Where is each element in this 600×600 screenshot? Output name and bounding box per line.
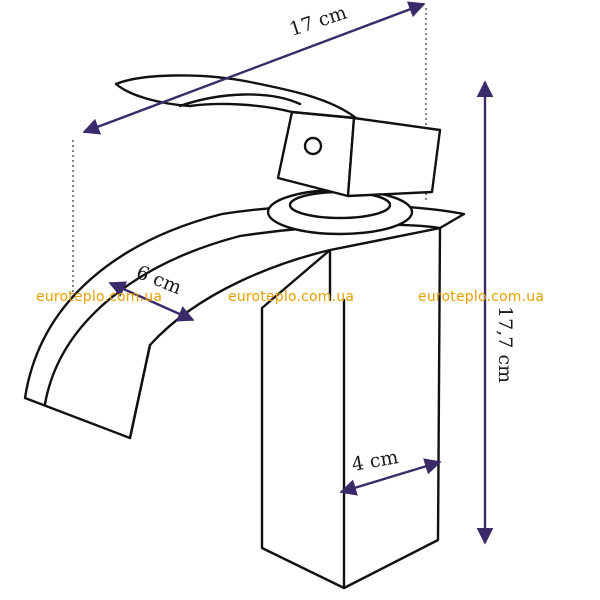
handle-block-side (346, 116, 442, 198)
watermark-left: euroteplo.com.ua (36, 289, 163, 305)
faucet-spout (23, 203, 466, 440)
faucet-body (260, 226, 442, 590)
handle-screw-hole (303, 136, 323, 156)
faucet-outline (23, 74, 466, 590)
watermark-center: euroteplo.com.ua (228, 289, 355, 305)
spout-dimension-arrow (108, 281, 195, 322)
handle-lever (114, 74, 358, 120)
watermark-right: euroteplo.com.ua (418, 289, 545, 305)
spout-tip-edge (128, 343, 152, 440)
base-dimension-arrow (339, 458, 442, 496)
height-label: 17,7 cm (494, 306, 516, 383)
width-dimension-arrow (82, 1, 426, 135)
dimension-arrows (82, 1, 494, 545)
